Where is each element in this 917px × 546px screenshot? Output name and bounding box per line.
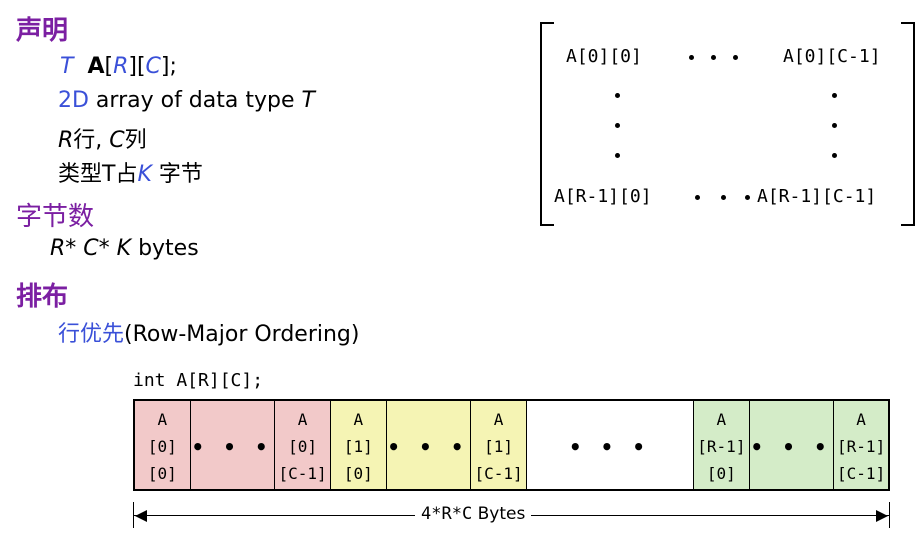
total-size-unit: Bytes — [477, 504, 526, 524]
bytes-formula: R* C* K — [50, 236, 132, 261]
bytes-heading: 字节数 — [16, 202, 95, 232]
type-size-suffix: 字节 — [151, 162, 203, 187]
declaration-code: T A[R][C]; — [60, 54, 177, 79]
matrix-dot — [832, 153, 837, 158]
cell-label: A[0][0] — [147, 410, 177, 483]
bracket-3: ]; — [160, 54, 177, 79]
matrix-top-right: A[0][C-1] — [783, 46, 881, 67]
matrix-left-bracket — [540, 22, 554, 226]
matrix-bottom-right: A[R-1][C-1] — [757, 186, 877, 207]
array-description-text: array of data type — [88, 88, 302, 113]
ordering-cn: 行优先 — [58, 322, 125, 347]
rows-cols-line: R行, C列 — [58, 122, 147, 154]
dim-c: C — [145, 54, 161, 79]
ellipsis: • • • — [191, 435, 274, 459]
matrix-dot — [695, 195, 700, 200]
dim-r: R — [113, 54, 129, 79]
cell-label: A[0][C-1] — [278, 410, 327, 483]
matrix-dot — [832, 93, 837, 98]
type-size-line: 类型T占K 字节 — [58, 156, 203, 188]
size-k: K — [137, 162, 152, 187]
cell-0-0: A[0][0] — [135, 401, 191, 489]
row0-ellipsis: • • • — [190, 401, 276, 489]
array-name: A — [87, 54, 105, 79]
bracket-2: ][ — [128, 54, 146, 79]
cell-r1-c1: A[R-1][C-1] — [834, 401, 888, 489]
declaration-heading: 声明 — [16, 16, 69, 46]
matrix-right-bracket — [901, 22, 915, 226]
matrix-dot — [721, 195, 726, 200]
ordering-line: 行优先(Row-Major Ordering) — [58, 316, 359, 348]
matrix-dot — [832, 123, 837, 128]
ordering-en: (Row-Major Ordering) — [124, 322, 360, 347]
cell-1-c1: A[1][C-1] — [471, 401, 527, 489]
rows-r: R — [58, 128, 74, 153]
ellipsis: • • • — [750, 435, 833, 459]
layout-heading: 排布 — [16, 282, 69, 312]
matrix-dot — [615, 93, 620, 98]
dimension-2d: 2D — [58, 88, 89, 113]
cell-label: A[R-1][0] — [697, 410, 746, 483]
cell-0-c1: A[0][C-1] — [275, 401, 331, 489]
cell-r1-0: A[R-1][0] — [694, 401, 750, 489]
cell-1-0: A[1][0] — [330, 401, 387, 489]
cols-label: 列 — [124, 128, 147, 153]
bracket-1: [ — [104, 54, 114, 79]
arrow-right-icon — [876, 510, 888, 522]
total-size-label: 4*R*C Bytes — [415, 504, 532, 524]
memory-strip: A[0][0] • • • A[0][C-1] A[1][0] • • • A[… — [133, 399, 890, 491]
data-type-t: T — [301, 88, 315, 113]
bytes-unit: bytes — [138, 236, 199, 261]
row1-ellipsis: • • • — [386, 401, 472, 489]
ellipsis: • • • — [568, 435, 652, 459]
matrix-dot — [615, 153, 620, 158]
matrix-dot — [689, 55, 694, 60]
memory-declaration: int A[R][C]; — [133, 370, 264, 391]
bytes-formula-line: R* C* K bytes — [50, 236, 199, 261]
matrix-top-left: A[0][0] — [566, 46, 642, 67]
cell-label: A[1][0] — [343, 410, 373, 483]
matrix-dot — [733, 55, 738, 60]
rows-label: 行, — [73, 128, 110, 153]
total-size: 4*R*C — [421, 504, 473, 524]
matrix-diagram: A[0][0] A[0][C-1] A[R-1][0] A[R-1][C-1] — [540, 22, 915, 226]
ellipsis: • • • — [387, 435, 470, 459]
middle-ellipsis: • • • — [526, 401, 695, 489]
rowlast-ellipsis: • • • — [749, 401, 835, 489]
cell-label: A[1][C-1] — [474, 410, 523, 483]
matrix-dot — [615, 123, 620, 128]
matrix-bottom-left: A[R-1][0] — [554, 186, 652, 207]
array-description: 2D array of data type T — [58, 88, 315, 113]
cell-label: A[R-1][C-1] — [837, 410, 886, 483]
type-size-text: 类型T占 — [58, 162, 138, 187]
arrow-left-icon — [135, 510, 147, 522]
matrix-dot — [745, 195, 750, 200]
type-t: T — [60, 54, 74, 79]
matrix-dot — [711, 55, 716, 60]
cols-c: C — [109, 128, 125, 153]
